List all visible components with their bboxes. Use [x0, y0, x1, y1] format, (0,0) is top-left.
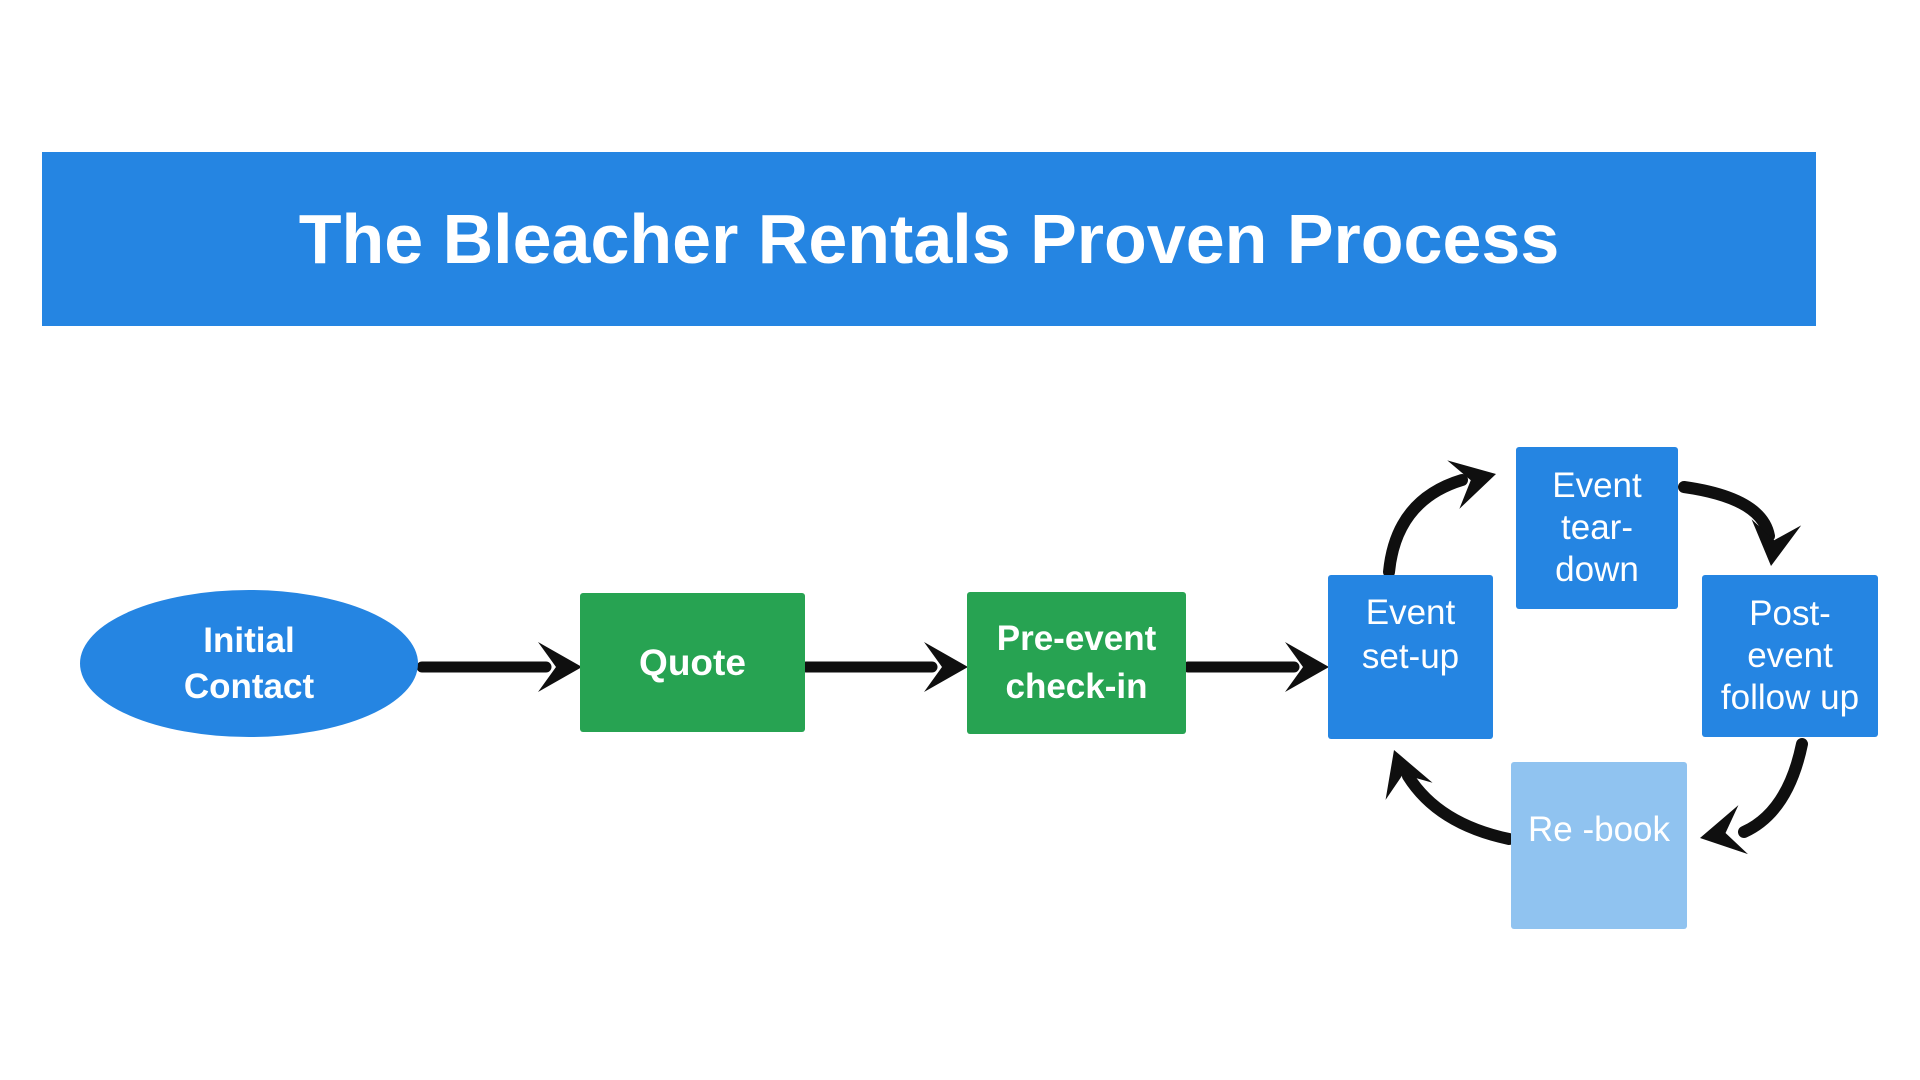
arrow-re-book-to-set-up [1385, 750, 1515, 845]
step-event-set-up: Event set-up [1328, 575, 1493, 739]
step-event-tear-down: Event tear- down [1516, 447, 1678, 609]
step-label-line: follow up [1720, 678, 1860, 717]
page-title: The Bleacher Rentals Proven Process [298, 200, 1560, 278]
step-label-line: Post- [1749, 594, 1831, 633]
step-re-book: Re -book [1511, 762, 1687, 929]
arrow-post-event-to-re-book [1700, 738, 1808, 855]
arrow-quote-to-pre-event [800, 642, 968, 692]
step-initial-contact: Initial Contact [80, 590, 418, 737]
title-banner: The Bleacher Rentals Proven Process [42, 152, 1816, 326]
step-quote: Quote [580, 593, 805, 732]
step-pre-event-check-in: Pre-event check-in [967, 592, 1186, 734]
step-label-line: Pre-event [996, 619, 1157, 658]
step-label-line: Initial [203, 620, 295, 660]
arrow-set-up-to-tear-down [1383, 460, 1496, 578]
step-label-line: Contact [183, 666, 315, 706]
step-label-line: Event [1552, 466, 1642, 505]
arrow-initial-to-quote [416, 642, 582, 692]
step-label-line: Event [1365, 593, 1456, 632]
step-label-line: tear- [1561, 508, 1633, 547]
step-label-line: Re -book [1527, 810, 1671, 849]
arrow-pre-event-to-set-up [1182, 642, 1329, 692]
step-label-line: Quote [639, 641, 746, 683]
step-label-line: set-up [1361, 637, 1460, 676]
step-label-line: down [1555, 550, 1639, 589]
arrow-tear-down-to-post-event [1678, 481, 1802, 566]
step-label-line: check-in [1005, 667, 1148, 706]
step-label-line: event [1747, 636, 1833, 675]
step-post-event-follow-up: Post- event follow up [1702, 575, 1878, 737]
